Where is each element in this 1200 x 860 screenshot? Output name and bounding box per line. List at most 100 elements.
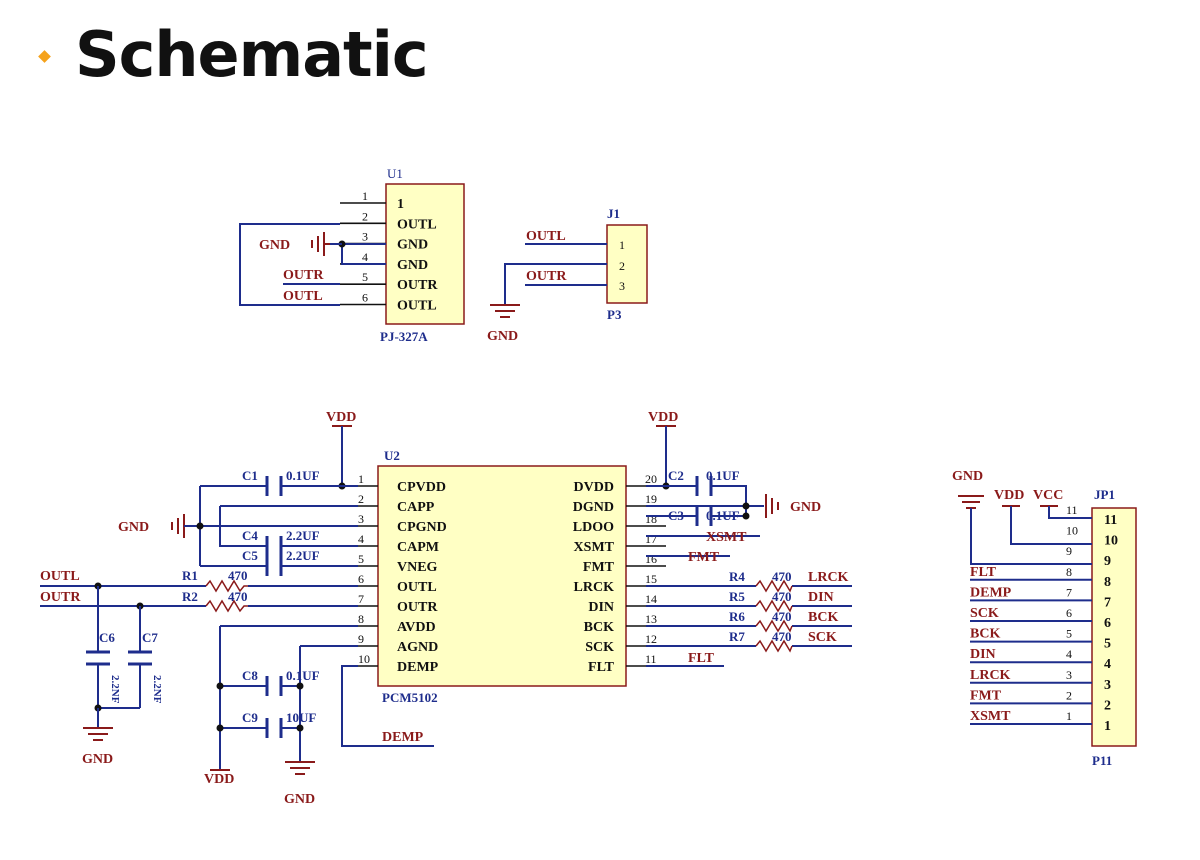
- j1-pin-2: 2: [619, 259, 625, 273]
- u2-part: PCM5102: [382, 690, 438, 705]
- vdd-left: VDD: [326, 410, 356, 490]
- jp1-ref: JP1: [1094, 487, 1115, 502]
- u2-right-pin-name: SCK: [585, 640, 614, 655]
- svg-text:0.1UF: 0.1UF: [286, 468, 320, 483]
- jp1-pin-num: 5: [1066, 627, 1072, 641]
- jp1-net-label: FLT: [970, 565, 997, 580]
- page-title-block: Schematic: [38, 14, 429, 94]
- u1-gnd-label: GND: [259, 238, 290, 253]
- u2-left-pin-num: 10: [358, 652, 370, 666]
- jp1-net-label: DIN: [970, 647, 996, 662]
- u2-left-pin-num: 7: [358, 592, 364, 606]
- resistor-symbol: [755, 619, 793, 633]
- cap-c5: C5 2.2UF: [200, 548, 358, 576]
- caps-c8-c9: C8 0.1UF C9 10UF VDD GND: [204, 625, 358, 807]
- jp1-body-label: 11: [1104, 513, 1117, 528]
- svg-text:0.1UF: 0.1UF: [286, 668, 320, 683]
- jp1-net-label: LRCK: [970, 668, 1011, 683]
- gnd-left: GND: [118, 505, 358, 547]
- jp1-body-label: 3: [1104, 678, 1111, 693]
- u2-left-pin-name: CPGND: [397, 520, 447, 535]
- svg-text:VDD: VDD: [994, 488, 1024, 503]
- svg-text:FLT: FLT: [688, 651, 715, 666]
- u2-right-pin-num: 11: [645, 652, 657, 666]
- u1-outr-label: OUTR: [283, 268, 324, 283]
- resistor-symbol: [755, 599, 793, 613]
- svg-text:C5: C5: [242, 548, 258, 563]
- jp1-pin-num: 2: [1066, 688, 1072, 702]
- u2-ref: U2: [384, 448, 400, 463]
- cap-c4: C4 2.2UF: [242, 528, 320, 556]
- resistor-net-label: DIN: [808, 590, 834, 605]
- j1-pin-1: 1: [619, 238, 625, 252]
- jp1-body-label: 4: [1104, 657, 1111, 672]
- svg-text:VDD: VDD: [204, 772, 234, 787]
- u1-pin-name: OUTR: [397, 278, 438, 293]
- u2-left-pin-name: VNEG: [397, 560, 438, 575]
- u2-left-pin-name: CAPP: [397, 500, 435, 515]
- resistor-ref: R7: [729, 629, 745, 644]
- resistor-ref: R6: [729, 609, 745, 624]
- j1-gnd-wire: [504, 263, 607, 305]
- page-title: Schematic: [75, 17, 429, 91]
- jp1-body-label: 5: [1104, 637, 1111, 652]
- u1-outl-loop: [239, 223, 340, 306]
- resistor-value: 470: [772, 589, 792, 604]
- u1-pin-name: 1: [397, 197, 404, 212]
- u2-left-pin-name: CPVDD: [397, 480, 446, 495]
- svg-text:C2: C2: [668, 468, 684, 483]
- svg-text:2.2NF: 2.2NF: [151, 675, 163, 704]
- vdd-left-label: VDD: [326, 410, 356, 425]
- u2-left-pin-name: OUTL: [397, 580, 437, 595]
- u1-pin-num: 6: [362, 291, 368, 305]
- svg-text:GND: GND: [952, 469, 983, 484]
- svg-text:GND: GND: [118, 520, 149, 535]
- jp1-body-label: 7: [1104, 595, 1111, 610]
- svg-text:C1: C1: [242, 468, 258, 483]
- jp1-pin-num: 6: [1066, 606, 1072, 620]
- u2-right-pin-name: FMT: [583, 560, 615, 575]
- u2-right-pin-name: FLT: [588, 660, 615, 675]
- u2-right-pin-name: BCK: [584, 620, 614, 635]
- resistor-net-label: BCK: [808, 610, 838, 625]
- jp1-net-label: BCK: [970, 627, 1000, 642]
- svg-text:XSMT: XSMT: [706, 530, 747, 545]
- u2-left-pin-num: 9: [358, 632, 364, 646]
- svg-text:VDD: VDD: [648, 410, 678, 425]
- svg-text:0.1UF: 0.1UF: [706, 468, 740, 483]
- u2-right-pin-num: 15: [645, 572, 657, 586]
- u1-pin-num: 4: [362, 250, 368, 264]
- jp1-body-label: 9: [1104, 554, 1111, 569]
- demp-net: DEMP: [341, 665, 434, 747]
- u2-right-pin-name: XSMT: [574, 540, 615, 555]
- svg-text:C9: C9: [242, 710, 258, 725]
- caps-c6-c7: C6 C7 2.2NF 2.2NF GND: [82, 586, 163, 767]
- jp1-pin-num: 11: [1066, 503, 1078, 517]
- jp1-pin-num: 3: [1066, 668, 1072, 682]
- u1-pin-name: GND: [397, 258, 428, 273]
- u1-pin-num: 5: [362, 270, 368, 284]
- jp1-net-label: FMT: [970, 688, 1002, 703]
- svg-text:C8: C8: [242, 668, 258, 683]
- svg-text:GND: GND: [790, 500, 821, 515]
- u1-ref: U1: [387, 166, 403, 181]
- svg-text:C3: C3: [668, 508, 684, 523]
- resistor-value: 470: [772, 569, 792, 584]
- u1-pin-name: OUTL: [397, 299, 437, 314]
- svg-text:C6: C6: [99, 630, 115, 645]
- u2-right-pin-num: 13: [645, 612, 657, 626]
- jp1-body-label: 1: [1104, 719, 1111, 734]
- jp1-pin-num: 7: [1066, 585, 1072, 599]
- j1-header: J1 P3 1 2 3 OUTL OUTR GND: [487, 206, 648, 344]
- u1-pin-name: GND: [397, 238, 428, 253]
- resistor-net-label: LRCK: [808, 570, 849, 585]
- jp1-pin-num: 9: [1066, 544, 1072, 558]
- u1-outl-label: OUTL: [283, 289, 323, 304]
- svg-text:FMT: FMT: [688, 550, 720, 565]
- u2-left-pin-num: 5: [358, 552, 364, 566]
- svg-text:2.2UF: 2.2UF: [286, 548, 320, 563]
- u2-right-pin-num: 12: [645, 632, 657, 646]
- jp1-pin-num: 10: [1066, 524, 1078, 538]
